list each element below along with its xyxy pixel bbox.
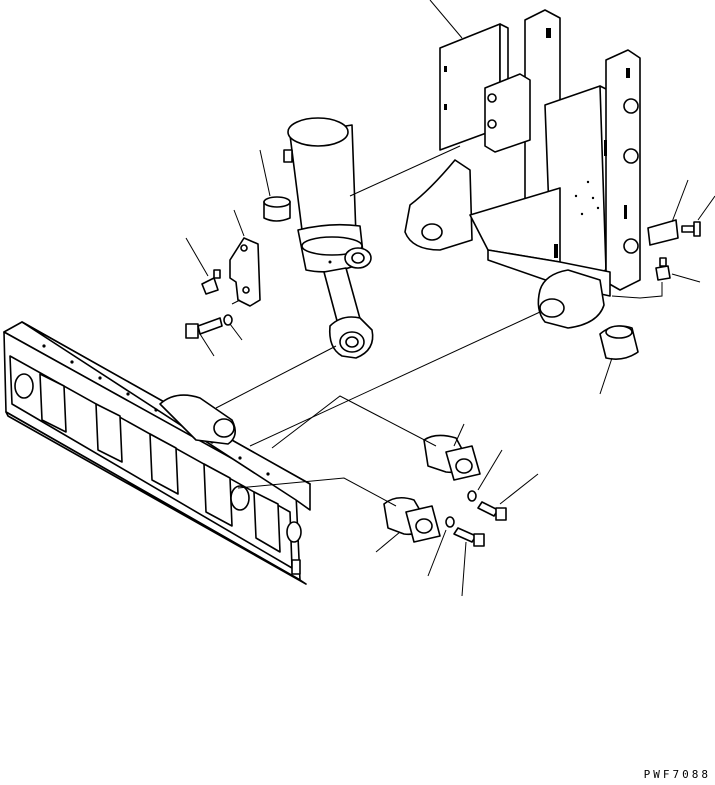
- bolt-left: [185, 317, 223, 339]
- washer-left: [223, 314, 233, 326]
- pin-upper: [423, 434, 481, 481]
- mast-frame: [404, 9, 641, 329]
- washer-lower: [445, 516, 455, 528]
- washer-upper: [467, 490, 477, 502]
- screw-top-right: [681, 221, 701, 237]
- pin-lower: [383, 496, 441, 543]
- bolt-lower: [453, 527, 485, 547]
- grease-line: [611, 282, 663, 299]
- name-plate: [647, 219, 679, 246]
- bolt-upper: [477, 501, 507, 521]
- carriage-beam: [3, 321, 311, 585]
- clamp-bracket: [229, 237, 261, 307]
- bushing-upper: [263, 196, 291, 222]
- hydraulic-cylinder: [283, 117, 374, 359]
- drawing-code: PWF7088: [643, 768, 711, 781]
- grease-fitting-left: [201, 269, 221, 295]
- grease-fitting-right: [655, 257, 671, 281]
- bushing-lower: [599, 325, 639, 360]
- leader-lines: [185, 0, 715, 597]
